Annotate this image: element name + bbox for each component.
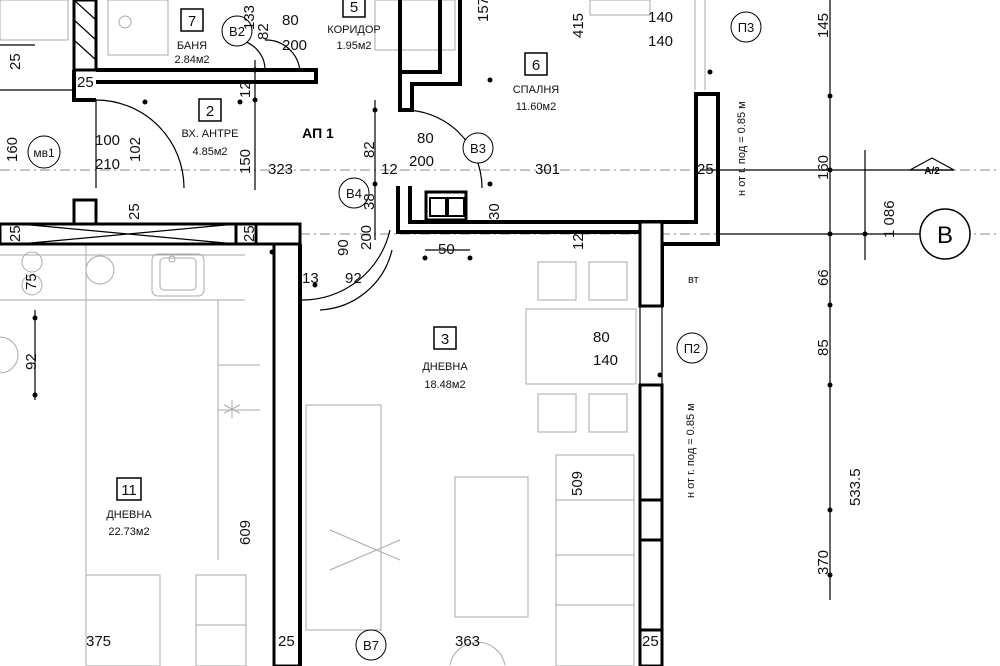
svg-text:363: 363 (455, 633, 480, 650)
svg-text:ДНЕВНА: ДНЕВНА (106, 509, 152, 521)
svg-text:B4: B4 (346, 186, 362, 201)
svg-text:509: 509 (569, 471, 586, 496)
svg-text:1 086: 1 086 (881, 200, 898, 238)
svg-text:38: 38 (361, 193, 378, 210)
svg-text:25: 25 (126, 203, 143, 220)
svg-text:БАНЯ: БАНЯ (177, 40, 207, 52)
svg-text:200: 200 (358, 225, 375, 250)
sill-note-2: н от г. под = 0.85 м (685, 403, 697, 498)
svg-text:25: 25 (278, 633, 295, 650)
svg-text:25: 25 (241, 225, 258, 242)
svg-text:375: 375 (86, 633, 111, 650)
svg-text:66: 66 (815, 269, 832, 286)
svg-text:КОРИДОР: КОРИДОР (327, 24, 380, 36)
axis-bubble (919, 208, 971, 260)
svg-text:11.60м2: 11.60м2 (516, 101, 556, 113)
svg-text:100: 100 (95, 132, 120, 149)
svg-text:533.5: 533.5 (847, 468, 864, 506)
svg-text:140: 140 (648, 9, 673, 26)
svg-text:25: 25 (7, 53, 24, 70)
svg-text:25: 25 (642, 633, 659, 650)
svg-text:22.73м2: 22.73м2 (108, 526, 149, 538)
walls (0, 0, 720, 666)
room-tags: 7 БАНЯ 2.84м2 5 КОРИДОР 1.95м2 6 СПАЛНЯ … (106, 0, 559, 538)
sill-note-1: н от г. под = 0.85 м (736, 101, 748, 196)
svg-text:25: 25 (7, 225, 24, 242)
svg-text:2.84м2: 2.84м2 (174, 54, 209, 66)
svg-text:150: 150 (237, 149, 254, 174)
opening-tags: B2 B3 B4 B7 П3 П2 мв1 вт (27, 11, 762, 661)
door-swings (95, 39, 483, 311)
dimension-labels: 80 200 133 82 157 415 140 140 145 25 25 … (4, 0, 898, 650)
svg-text:157: 157 (475, 0, 492, 22)
svg-text:12: 12 (237, 81, 254, 98)
svg-text:B2: B2 (229, 24, 245, 39)
svg-text:30: 30 (486, 203, 503, 220)
svg-text:П2: П2 (684, 341, 701, 356)
apartment-label: АП 1 (302, 125, 334, 141)
svg-text:13: 13 (302, 270, 319, 287)
svg-text:25: 25 (697, 161, 714, 178)
svg-text:160: 160 (4, 137, 21, 162)
svg-text:80: 80 (593, 329, 610, 346)
svg-text:82: 82 (255, 23, 272, 40)
svg-text:210: 210 (95, 156, 120, 173)
svg-text:мв1: мв1 (33, 146, 55, 160)
svg-text:7: 7 (188, 13, 196, 30)
svg-text:133: 133 (241, 5, 258, 30)
svg-text:200: 200 (409, 153, 434, 170)
svg-text:вт: вт (688, 274, 699, 286)
svg-text:25: 25 (77, 74, 94, 91)
svg-text:ДНЕВНА: ДНЕВНА (422, 361, 468, 373)
svg-text:323: 323 (268, 161, 293, 178)
svg-text:6: 6 (532, 57, 540, 74)
svg-text:370: 370 (815, 550, 832, 575)
svg-text:4.85м2: 4.85м2 (192, 146, 227, 158)
svg-text:102: 102 (127, 137, 144, 162)
svg-text:П3: П3 (738, 20, 755, 35)
svg-text:СПАЛНЯ: СПАЛНЯ (513, 84, 560, 96)
svg-text:415: 415 (570, 13, 587, 38)
svg-text:609: 609 (237, 520, 254, 545)
svg-text:80: 80 (417, 130, 434, 147)
svg-text:82: 82 (361, 141, 378, 158)
svg-text:200: 200 (282, 37, 307, 54)
svg-text:160: 160 (815, 155, 832, 180)
svg-text:145: 145 (815, 13, 832, 38)
svg-text:ВХ. АНТРЕ: ВХ. АНТРЕ (182, 128, 239, 140)
svg-text:1.95м2: 1.95м2 (336, 40, 371, 52)
svg-text:140: 140 (593, 352, 618, 369)
svg-text:B3: B3 (470, 141, 486, 156)
svg-text:85: 85 (815, 339, 832, 356)
section-ref: A/2 (924, 166, 940, 177)
svg-text:12: 12 (381, 161, 398, 178)
svg-text:3: 3 (441, 331, 449, 348)
svg-text:92: 92 (23, 353, 40, 370)
svg-text:301: 301 (535, 161, 560, 178)
svg-text:80: 80 (282, 12, 299, 29)
svg-text:5: 5 (350, 0, 358, 16)
svg-text:11: 11 (121, 482, 137, 499)
svg-text:140: 140 (648, 33, 673, 50)
svg-text:B7: B7 (363, 638, 379, 653)
svg-text:12: 12 (570, 233, 587, 250)
svg-text:92: 92 (345, 270, 362, 287)
svg-text:18.48м2: 18.48м2 (424, 379, 465, 391)
svg-text:75: 75 (23, 273, 40, 290)
dimension-marks (0, 0, 920, 600)
svg-text:50: 50 (438, 241, 455, 258)
svg-text:2: 2 (206, 103, 214, 120)
svg-text:90: 90 (335, 239, 352, 256)
axis-label: B (937, 222, 953, 249)
room-box (180, 8, 204, 32)
